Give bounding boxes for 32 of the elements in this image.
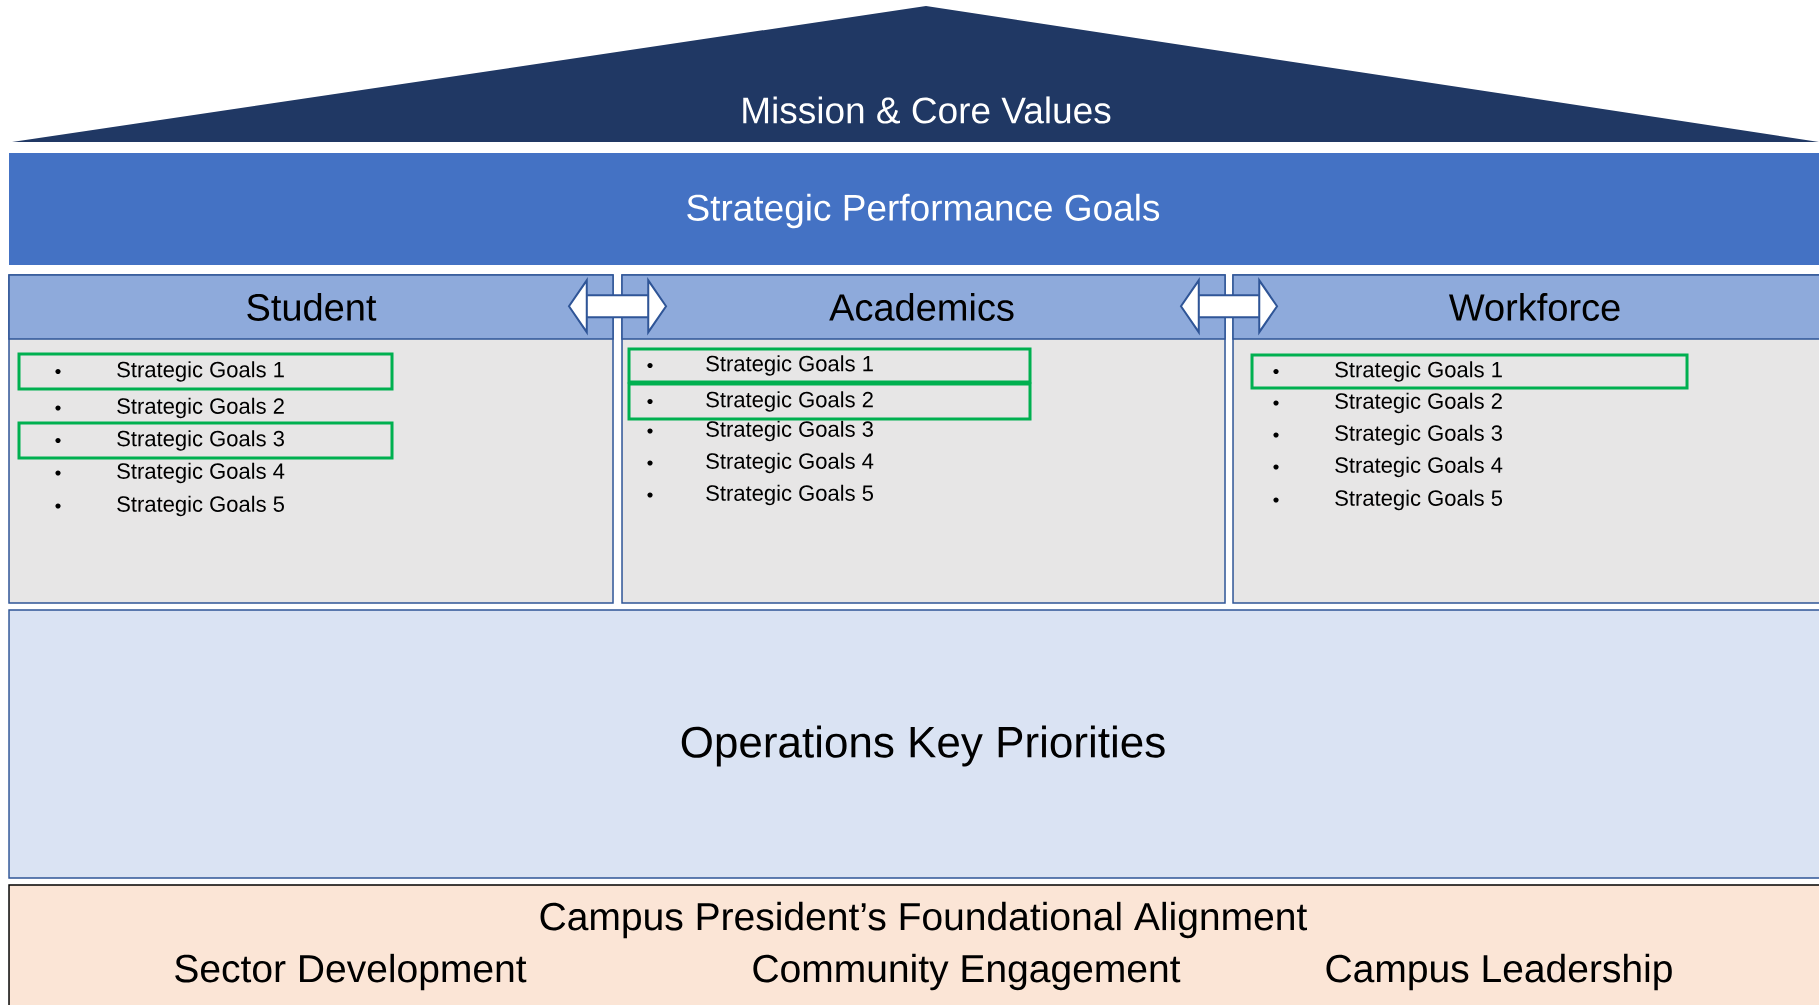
pillar-heading: Academics — [829, 293, 1014, 321]
pillar-heading: Workforce — [1448, 293, 1620, 321]
operations-box — [8, 609, 1819, 879]
highlighted-goal: Strategic Goals 1 — [17, 352, 394, 391]
pillar-box — [621, 274, 1226, 604]
list-item: Strategic Goals 4 — [1273, 456, 1503, 478]
pillar-box — [8, 274, 614, 604]
highlighted-goal: Strategic Goals 1 — [1250, 353, 1689, 390]
foundation-box — [8, 884, 1819, 1005]
list-item: Strategic Goals 2 — [55, 397, 284, 419]
list-item: Strategic Goals 2 — [1273, 392, 1502, 414]
roof-title: Mission & Core Values — [743, 96, 1111, 124]
foundation-text: Campus Leadership — [1326, 953, 1672, 991]
list-item: Strategic Goals 4 — [55, 462, 285, 484]
goals-band — [9, 153, 1819, 265]
highlighted-goal: Strategic Goals 3 — [17, 421, 394, 460]
pillar-box — [1232, 274, 1819, 604]
list-item: Strategic Goals 5 — [55, 495, 284, 517]
list-item: Strategic Goals 5 — [647, 484, 873, 506]
pillar-heading: Student — [247, 293, 377, 321]
list-item: Strategic Goals 3 — [1273, 424, 1502, 446]
list-item: Strategic Goals 4 — [647, 452, 874, 474]
foundation-text: Sector Development — [175, 953, 527, 991]
foundation-text: Campus President’s Foundational Alignment — [540, 901, 1307, 939]
operations-title: Operations Key Priorities — [681, 725, 1165, 767]
list-item: Strategic Goals 5 — [1273, 489, 1502, 511]
band-title: Strategic Performance Goals — [687, 193, 1160, 229]
roof-triangle — [12, 6, 1819, 142]
highlighted-goal: Strategic Goals 1 — [627, 347, 1032, 384]
list-item: Strategic Goals 3 — [647, 420, 873, 442]
foundation-text: Community Engagement — [753, 953, 1181, 991]
highlighted-goal: Strategic Goals 2 — [627, 382, 1032, 421]
